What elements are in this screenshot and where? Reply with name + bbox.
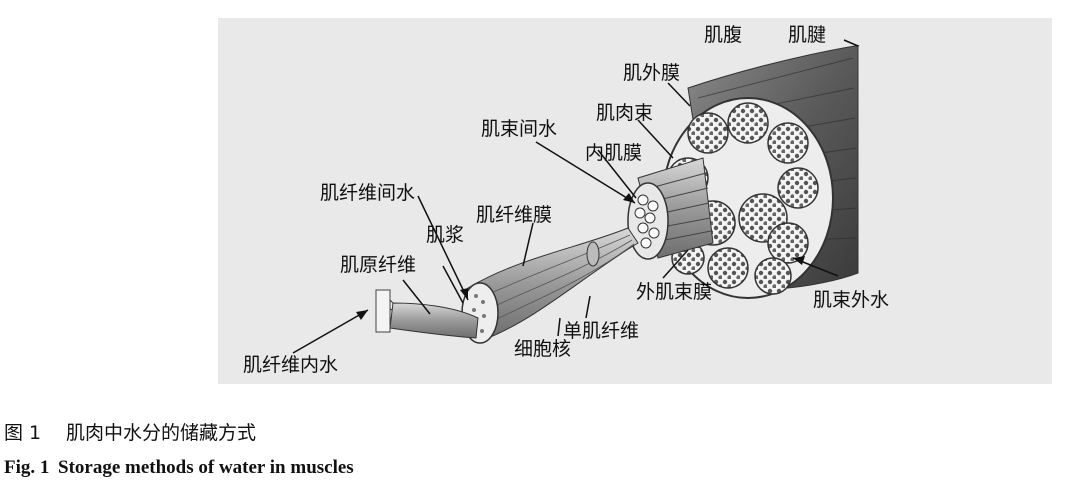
- label-tendon: 肌腱: [788, 24, 827, 46]
- caption-zh: 图 1 肌肉中水分的储藏方式: [4, 418, 256, 445]
- label-myofibril: 肌原纤维: [340, 254, 417, 276]
- label-epimysium: 肌外膜: [623, 62, 681, 84]
- label-sarcoplasm: 肌浆: [426, 224, 465, 246]
- label-interfiber-water: 肌纤维间水: [320, 182, 416, 204]
- label-muscle-bundle: 肌肉束: [596, 102, 654, 124]
- label-nucleus: 细胞核: [514, 338, 572, 360]
- muscle-illustration: [292, 39, 860, 354]
- caption-en: Fig. 1 Storage methods of water in muscle…: [4, 457, 354, 479]
- label-perimysium: 外肌束膜: [636, 281, 713, 303]
- label-endomysium: 内肌膜: [585, 142, 643, 164]
- label-single-fiber: 单肌纤维: [563, 320, 640, 342]
- caption-en-number: Fig. 1: [4, 457, 50, 478]
- label-intrafiber-water: 肌纤维内水: [243, 354, 339, 376]
- caption-zh-text: 肌肉中水分的储藏方式: [66, 422, 257, 444]
- label-sarcolemma: 肌纤维膜: [476, 204, 553, 226]
- label-interbundle-water: 肌束间水: [481, 118, 558, 140]
- caption-zh-number: 图 1: [4, 422, 42, 444]
- caption-en-text: Storage methods of water in muscles: [58, 457, 354, 478]
- myofibril-shape: [389, 302, 479, 339]
- label-extrabundle-water: 肌束外水: [813, 289, 890, 311]
- muscle-diagram: 肌腹 肌腱 肌外膜 肌肉束 肌束间水 内肌膜 肌纤维间水 肌纤维膜 肌浆 肌原纤…: [218, 18, 1052, 384]
- label-muscle-belly: 肌腹: [704, 24, 743, 46]
